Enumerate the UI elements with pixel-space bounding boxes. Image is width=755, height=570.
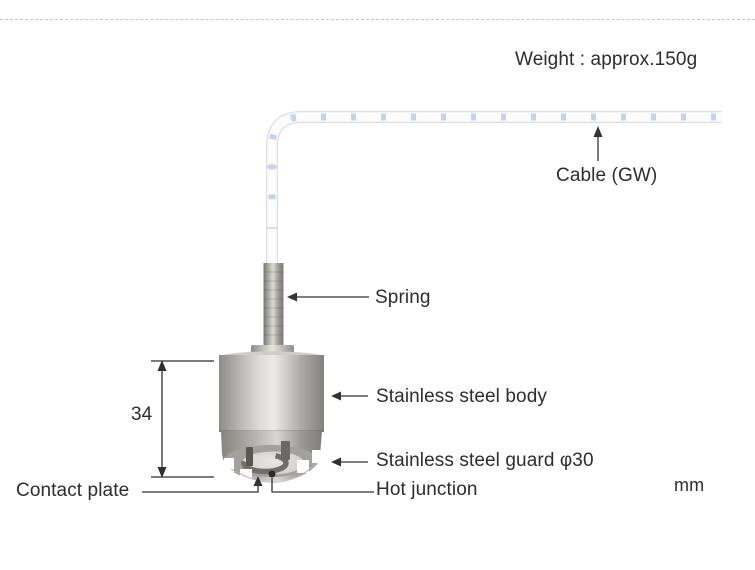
arrow-up-icon: [157, 360, 167, 371]
hot-junction-label: Hot junction: [376, 479, 478, 500]
callout-lines: [142, 126, 603, 493]
plate-ring: [241, 451, 289, 475]
spring-label: Spring: [375, 287, 431, 308]
stainless-guard-label: Stainless steel guard φ30: [376, 450, 594, 471]
stainless-body-label: Stainless steel body: [376, 386, 547, 407]
arrow-down-icon: [157, 467, 167, 478]
arrow-left-icon: [331, 457, 341, 467]
dimension-value: 34: [131, 404, 153, 425]
guard-clip-right: [281, 441, 290, 460]
hot-junction-dot: [268, 470, 276, 478]
arrow-left-icon: [331, 391, 341, 401]
contact-plate-label: Contact plate: [16, 480, 130, 501]
cable-shape: [266, 111, 722, 264]
arrow-up-icon: [593, 126, 603, 137]
arrow-left-icon: [287, 292, 297, 302]
body-shape: [219, 351, 324, 432]
arrow-up-icon: [253, 476, 263, 486]
spring-shape: [263, 263, 284, 347]
dashed-divider: [0, 19, 755, 20]
unit-note: mm: [674, 475, 705, 495]
dimension-34: [151, 360, 214, 478]
guard-notches: [224, 450, 321, 480]
guard-clip-left: [246, 447, 253, 466]
guard-shape: [221, 431, 322, 483]
weight-note: Weight : approx.150g: [515, 49, 698, 70]
cable-label: Cable (GW): [556, 165, 658, 186]
